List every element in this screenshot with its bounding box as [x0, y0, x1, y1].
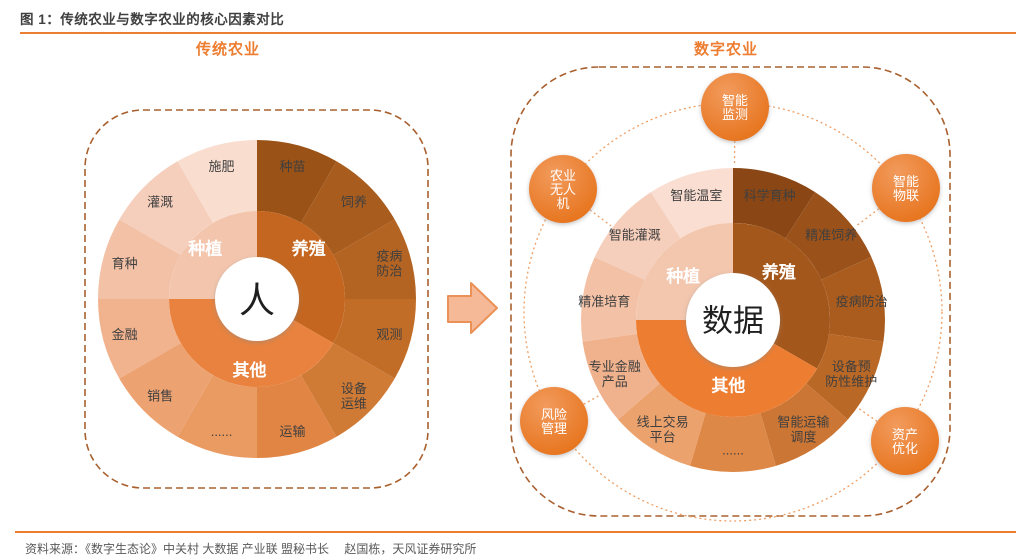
- segment-label: 施肥: [209, 159, 235, 174]
- satellite-circle: [701, 73, 769, 141]
- ring-segment: [98, 219, 181, 299]
- inner-sector: [636, 223, 733, 320]
- segment-label: 科学育种: [744, 188, 796, 203]
- satellite-label: 风险管理: [541, 407, 567, 436]
- satellite-connector: [589, 209, 612, 227]
- satellite-circle: [529, 155, 597, 223]
- segment-label: 育种: [112, 256, 138, 271]
- inner-sector: [733, 223, 830, 369]
- ring-segment: [257, 140, 337, 223]
- satellite-bubble: 智能物联: [872, 154, 940, 222]
- satellite-connector: [855, 208, 880, 228]
- segment-label: 疫病防治: [376, 249, 402, 279]
- ring-segment: [821, 256, 885, 342]
- sector-label: 养殖: [291, 238, 326, 258]
- title-divider: [20, 32, 1016, 34]
- satellite-label: 资产优化: [892, 427, 918, 456]
- segment-label: 智能温室: [670, 188, 722, 203]
- ring-segment: [582, 333, 660, 420]
- segment-label: 专业金融产品: [589, 359, 641, 389]
- sector-label: 其他: [711, 375, 745, 395]
- ring-segment: [594, 192, 681, 280]
- center-circle: [215, 257, 299, 341]
- left-section-title: 传统农业: [195, 41, 261, 58]
- segment-label: 精准培育: [578, 294, 630, 309]
- satellite-bubble: 农业无人机: [529, 155, 597, 223]
- center-label: 人: [239, 280, 275, 321]
- ring-segment: [650, 168, 733, 239]
- ring-segment: [119, 161, 213, 255]
- sector-label: 其他: [232, 360, 266, 380]
- footer-divider: [15, 531, 1016, 533]
- ring-segment: [333, 299, 416, 379]
- satellite-connector: [583, 395, 600, 405]
- segment-label: 疫病防治: [836, 294, 888, 309]
- ring-segment: [580, 256, 645, 342]
- satellite-bubble: 智能监测: [701, 73, 769, 141]
- segment-label: ......: [722, 443, 744, 458]
- satellite-bubble: 资产优化: [871, 407, 939, 475]
- satellite-connector: [858, 408, 878, 422]
- satellite-label: 智能物联: [893, 174, 919, 203]
- segment-label: 智能灌溉: [609, 227, 661, 242]
- transform-arrow-icon: [447, 282, 498, 334]
- ring-segment: [690, 413, 776, 473]
- satellite-circle: [520, 387, 588, 455]
- ring-segment: [333, 219, 416, 299]
- segment-label: 金融: [112, 327, 138, 342]
- ring-segment: [257, 375, 337, 458]
- segment-label: 观测: [376, 327, 402, 342]
- ring-segment: [177, 375, 257, 458]
- ring-segment: [119, 343, 213, 437]
- sector-label: 种植: [665, 266, 700, 286]
- dotted-orbit-ring: [523, 102, 943, 522]
- inner-sector: [257, 211, 345, 343]
- segment-label: 销售: [147, 388, 173, 403]
- ring-segment: [760, 383, 848, 466]
- segment-label: 设备运维: [341, 381, 367, 411]
- ring-segment: [98, 299, 181, 379]
- source-note: 资料来源：《数字生态论》中关村 大数据 产业联 盟秘书长 赵国栋，天风证券研究所: [25, 542, 477, 556]
- segment-label: 精准饲养: [805, 227, 857, 242]
- satellite-circle: [872, 154, 940, 222]
- ring-segment: [301, 161, 395, 255]
- segment-label: ......: [211, 424, 233, 439]
- left-panel-border: [84, 109, 429, 489]
- segment-label: 饲养: [341, 195, 367, 210]
- ring-segment: [301, 343, 395, 437]
- right-section-title: 数字农业: [693, 41, 759, 58]
- sector-label: 种植: [187, 238, 222, 258]
- sector-label: 养殖: [761, 262, 796, 282]
- segment-label: 种苗: [279, 159, 305, 174]
- segment-label: 灌溉: [147, 195, 173, 210]
- satellite-bubble: 风险管理: [520, 387, 588, 455]
- inner-sector: [169, 211, 257, 299]
- segment-label: 线上交易平台: [637, 414, 689, 444]
- ring-segment: [618, 383, 706, 466]
- satellite-circle: [871, 407, 939, 475]
- ring-segment: [177, 140, 257, 223]
- center-circle: [686, 273, 780, 367]
- ring-segment: [806, 333, 884, 420]
- figure-title: 图 1：传统农业与数字农业的核心因素对比: [20, 12, 285, 27]
- segment-label: 设备预防性维护: [825, 359, 877, 389]
- ring-segment: [785, 192, 872, 280]
- ring-segment: [733, 168, 816, 239]
- segment-label: 智能运输调度: [777, 414, 829, 444]
- satellite-label: 智能监测: [722, 93, 748, 122]
- segment-label: 运输: [279, 424, 305, 439]
- satellite-label: 农业无人机: [550, 168, 576, 211]
- center-label: 数据: [702, 304, 764, 339]
